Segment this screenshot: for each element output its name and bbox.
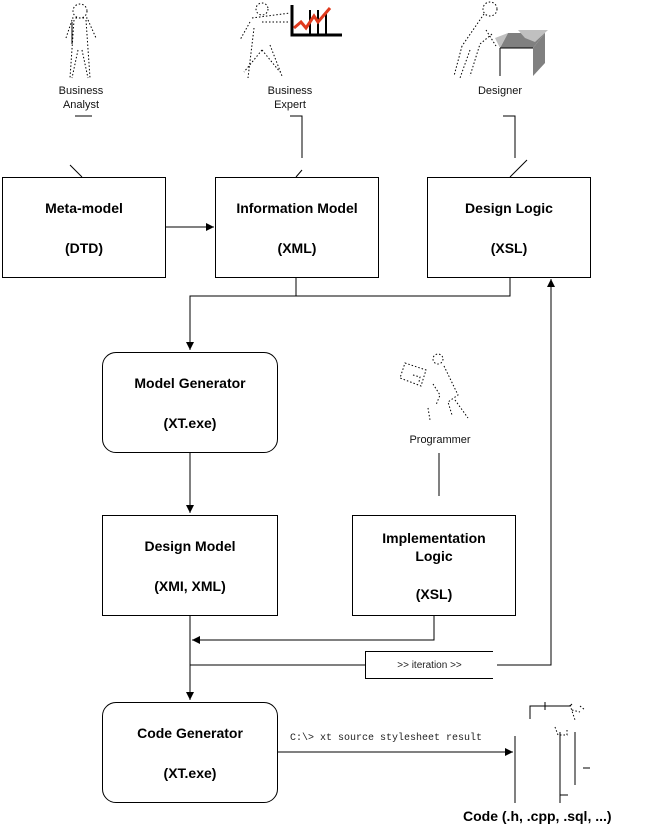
information-model-box[interactable]: Information Model (XML) bbox=[215, 177, 379, 278]
arrow-iteration-to-design-logic bbox=[497, 279, 555, 666]
box-subtitle: (XSL) bbox=[415, 585, 453, 602]
arrow-impl-to-flow bbox=[192, 615, 435, 644]
box-title: Information Model bbox=[236, 199, 358, 216]
expert-connector-tick bbox=[295, 169, 303, 178]
code-files-icon bbox=[514, 702, 590, 803]
actor-label-programmer: Programmer bbox=[400, 433, 480, 447]
box-subtitle: (XT.exe) bbox=[163, 414, 217, 431]
designer-connector-tick bbox=[509, 159, 528, 178]
actor-label-line: Analyst bbox=[62, 99, 100, 111]
box-title: Logic bbox=[415, 547, 453, 564]
expert-connector bbox=[290, 115, 303, 158]
actor-label-line: Programmer bbox=[409, 434, 471, 446]
model-generator-box[interactable]: Model Generator (XT.exe) bbox=[102, 352, 278, 453]
implementation-logic-box[interactable]: Implementation Logic (XSL) bbox=[352, 515, 516, 616]
designer-connector bbox=[503, 115, 516, 158]
box-title: Model Generator bbox=[134, 374, 246, 391]
output-code-label: Code (.h, .cpp, .sql, ...) bbox=[463, 808, 612, 824]
meta-model-box[interactable]: Meta-model (DTD) bbox=[2, 177, 166, 278]
programmer-figure-icon bbox=[399, 353, 469, 421]
actor-label-line: Expert bbox=[274, 99, 306, 111]
actor-label-business-expert: Business Expert bbox=[255, 84, 325, 112]
box-title: Design Model bbox=[144, 537, 236, 554]
box-title: Design Logic bbox=[465, 199, 553, 216]
actor-label-line: Business bbox=[267, 85, 313, 97]
box-title: Code Generator bbox=[137, 724, 243, 741]
open-box-icon bbox=[495, 30, 548, 76]
analyst-connector bbox=[69, 164, 83, 178]
box-subtitle: (DTD) bbox=[64, 239, 104, 256]
box-title: Meta-model bbox=[45, 199, 123, 216]
iteration-label: >> iteration >> bbox=[365, 651, 493, 679]
design-model-box[interactable]: Design Model (XMI, XML) bbox=[102, 515, 278, 616]
trend-chart-icon bbox=[290, 5, 342, 37]
arrow-merge-to-model-generator bbox=[190, 277, 511, 350]
actor-label-line: Designer bbox=[477, 85, 523, 97]
box-subtitle: (XSL) bbox=[490, 239, 528, 256]
command-line-label: C:\> xt source stylesheet result bbox=[290, 733, 483, 744]
box-subtitle: (XML) bbox=[277, 239, 317, 256]
box-subtitle: (XT.exe) bbox=[163, 764, 217, 781]
box-subtitle: (XMI, XML) bbox=[154, 577, 226, 594]
business-analyst-figure-icon bbox=[65, 3, 97, 79]
actor-label-line: Business bbox=[58, 85, 104, 97]
design-logic-box[interactable]: Design Logic (XSL) bbox=[427, 177, 591, 278]
business-expert-figure-icon bbox=[239, 2, 291, 79]
actor-label-designer: Designer bbox=[465, 84, 535, 98]
designer-figure-icon bbox=[453, 1, 498, 79]
box-title: Implementation bbox=[382, 529, 486, 546]
code-generator-box[interactable]: Code Generator (XT.exe) bbox=[102, 702, 278, 803]
actor-label-business-analyst: Business Analyst bbox=[46, 84, 116, 112]
